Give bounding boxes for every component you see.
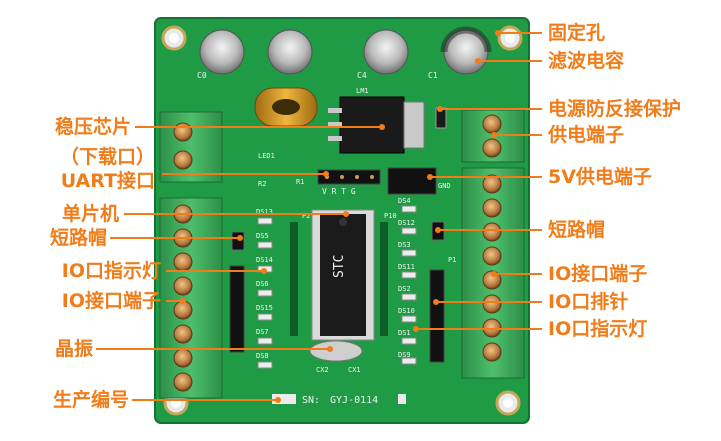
right-led-icons bbox=[401, 205, 417, 365]
led1-text: LED1 bbox=[258, 152, 275, 160]
label-mount-hole: 固定孔 bbox=[548, 22, 606, 44]
label-jumper-right: 短路帽 bbox=[548, 219, 606, 241]
ds-right-label: DS12 bbox=[398, 219, 415, 227]
sn-value-text: GYJ-0114 bbox=[330, 395, 378, 406]
ds-right-label: DS9 bbox=[398, 351, 411, 359]
ds-left-label: DS5 bbox=[256, 232, 269, 240]
label-io-terminal-left: IO接口端子 bbox=[61, 290, 161, 312]
ds-right-label: DS10 bbox=[398, 307, 415, 315]
cx2-text: CX2 bbox=[316, 366, 329, 374]
mcu-chip-icon bbox=[311, 209, 375, 341]
ds-right-label: DS2 bbox=[398, 285, 411, 293]
ds-right-label: DS11 bbox=[398, 263, 415, 271]
lm1-text: LM1 bbox=[356, 87, 369, 95]
sn-label-text: SN: bbox=[302, 395, 320, 406]
r1-text: R1 bbox=[296, 178, 304, 186]
label-io-led-left: IO口指示灯 bbox=[61, 260, 161, 282]
uart-header-icon bbox=[317, 169, 381, 185]
power-5v-header-icon bbox=[387, 167, 437, 195]
ds-left-label: DS7 bbox=[256, 328, 269, 336]
ds-right-label: DS4 bbox=[398, 197, 411, 205]
label-power-terminal: 供电端子 bbox=[548, 124, 625, 146]
cap-c1-text: C1 bbox=[428, 71, 438, 80]
ds-right-label: DS1 bbox=[398, 329, 411, 337]
ds-right-label: DS3 bbox=[398, 241, 411, 249]
label-uart-line1: （下载口） bbox=[59, 146, 155, 168]
left-terminal-block-icon bbox=[159, 111, 223, 399]
cap-c4-text: C4 bbox=[357, 71, 367, 80]
left-leader-lines bbox=[96, 126, 382, 401]
label-io-header: IO口排针 bbox=[548, 291, 629, 313]
cx1-text: CX1 bbox=[348, 366, 361, 374]
label-uart-line2: UART接口 bbox=[60, 170, 155, 192]
label-jumper-left: 短路帽 bbox=[49, 227, 107, 249]
label-mcu: 单片机 bbox=[61, 203, 119, 225]
label-io-terminal-right: IO接口端子 bbox=[548, 263, 648, 285]
chip-mark-text: STC bbox=[332, 255, 347, 278]
ds-left-label: DS13 bbox=[256, 208, 273, 216]
ds-left-label: DS8 bbox=[256, 352, 269, 360]
label-crystal: 晶振 bbox=[54, 338, 93, 360]
p2-text: P2 bbox=[302, 212, 310, 220]
p1-text: P1 bbox=[448, 256, 456, 264]
r2-text: R2 bbox=[258, 180, 266, 188]
left-io-header-icon bbox=[229, 265, 245, 353]
ds-left-label: DS15 bbox=[256, 304, 273, 312]
ds-left-label: DS14 bbox=[256, 256, 273, 264]
serial-box-icon bbox=[272, 394, 296, 404]
right-io-header-icon bbox=[429, 269, 445, 363]
inductor-icon bbox=[254, 87, 318, 127]
right-screw-icons bbox=[482, 114, 502, 362]
p10-text: P10 bbox=[384, 212, 397, 220]
label-reverse-protect: 电源防反接保护 bbox=[548, 98, 682, 120]
cap-c0-text: C0 bbox=[197, 71, 207, 80]
uart-pins-text: V R T G bbox=[322, 187, 356, 196]
label-filter-cap: 滤波电容 bbox=[548, 50, 625, 72]
gnd-text: GND bbox=[438, 182, 451, 190]
leader-end-dots bbox=[180, 30, 501, 403]
left-jumper-icon bbox=[231, 231, 245, 251]
label-regulator: 稳压芯片 bbox=[54, 116, 131, 138]
label-io-led-right: IO口指示灯 bbox=[548, 318, 648, 340]
label-serial: 生产编号 bbox=[52, 389, 129, 411]
label-power-5v: 5V供电端子 bbox=[548, 166, 652, 188]
regulator-chip-icon bbox=[328, 96, 425, 154]
crystal-icon bbox=[309, 340, 363, 362]
right-leader-lines bbox=[416, 32, 542, 330]
ds-left-label: DS6 bbox=[256, 280, 269, 288]
